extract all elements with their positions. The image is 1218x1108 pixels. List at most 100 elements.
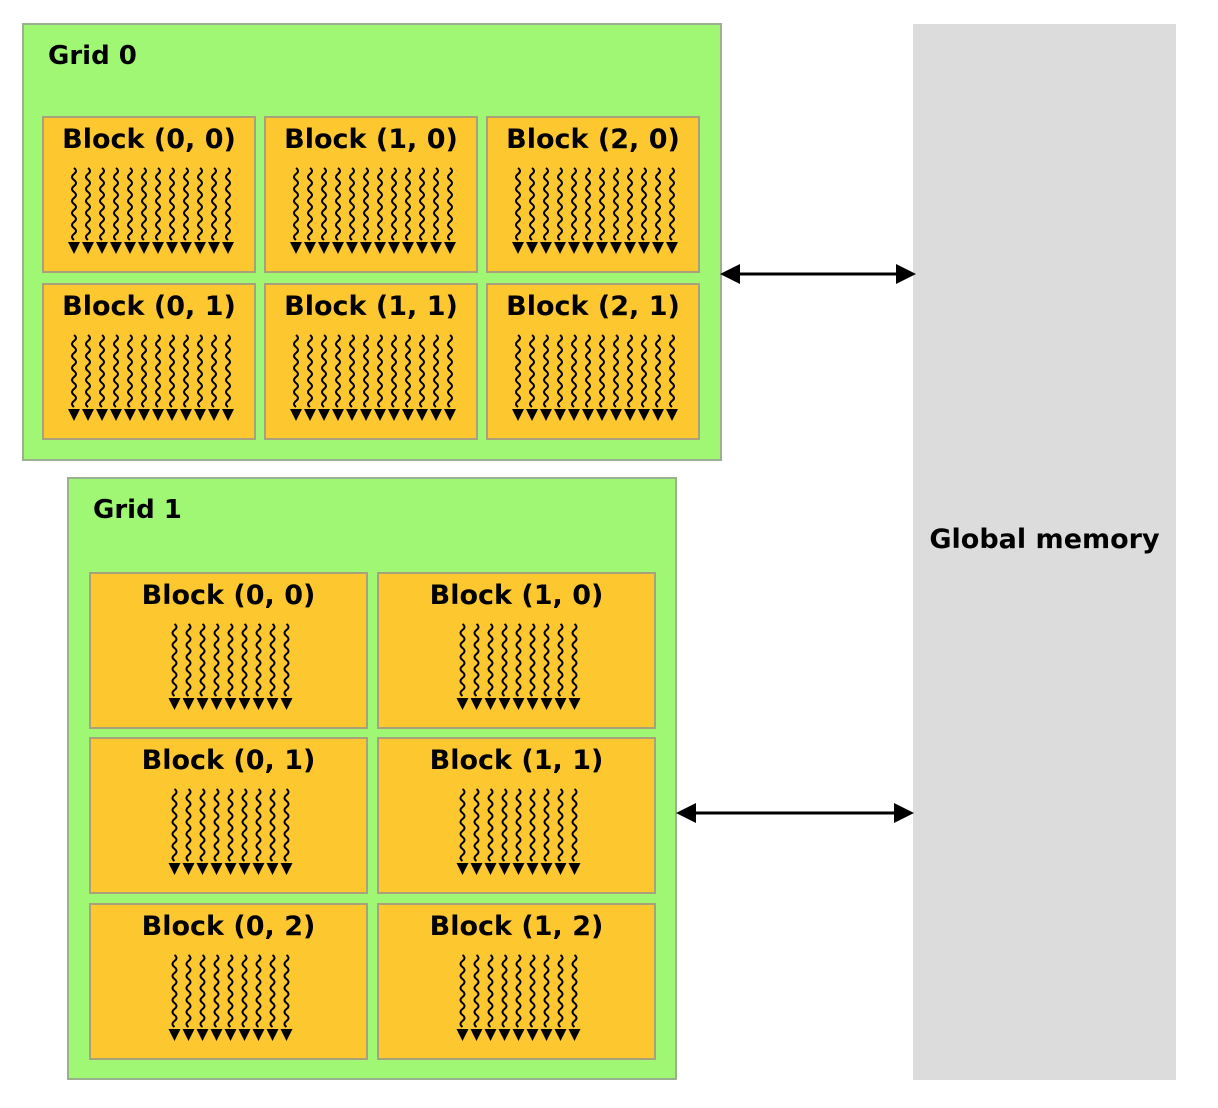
thread-arrowhead	[416, 242, 428, 254]
thread-line	[283, 954, 290, 1028]
thread-arrowhead	[430, 242, 442, 254]
thread-arrowhead	[168, 863, 181, 875]
thread-line	[227, 623, 234, 697]
grid-1-memory-arrow	[676, 803, 914, 823]
global-memory-label: Global memory	[929, 524, 1160, 555]
thread-line	[585, 334, 591, 408]
thread-arrowhead	[610, 409, 622, 421]
thread-line	[283, 623, 290, 697]
thread-line	[269, 954, 276, 1028]
thread-line	[543, 954, 550, 1028]
thread-line	[197, 334, 203, 408]
thread-line	[211, 167, 217, 241]
thread-line	[171, 623, 178, 697]
thread-arrowhead	[512, 1029, 525, 1041]
thread-line	[487, 954, 494, 1028]
thread-arrowhead	[360, 409, 372, 421]
thread-line	[543, 788, 550, 862]
thread-arrowhead	[152, 242, 164, 254]
thread-line	[213, 954, 220, 1028]
thread-line	[529, 788, 536, 862]
thread-arrowhead	[568, 698, 581, 710]
thread-line	[515, 623, 522, 697]
thread-line	[321, 334, 327, 408]
thread-line	[113, 167, 119, 241]
thread-line	[199, 954, 206, 1028]
thread-arrowhead	[484, 863, 497, 875]
thread-line	[363, 334, 369, 408]
thread-line	[571, 623, 578, 697]
thread-line	[459, 788, 466, 862]
thread-arrowhead	[498, 1029, 511, 1041]
grid-0-block: Block (1, 0)	[264, 116, 478, 273]
thread-arrowhead	[194, 242, 206, 254]
thread-arrowhead	[210, 1029, 223, 1041]
thread-arrowhead	[280, 1029, 293, 1041]
thread-line	[487, 788, 494, 862]
thread-arrowhead	[374, 409, 386, 421]
thread-line	[571, 954, 578, 1028]
thread-line	[557, 623, 564, 697]
thread-arrowhead	[666, 409, 678, 421]
thread-line	[363, 167, 369, 241]
thread-line	[613, 334, 619, 408]
thread-arrowhead	[470, 1029, 483, 1041]
thread-arrowhead	[540, 242, 552, 254]
thread-arrowhead	[180, 409, 192, 421]
thread-arrowhead	[168, 1029, 181, 1041]
threads-icon	[456, 954, 581, 1041]
threads-icon	[68, 167, 234, 254]
thread-line	[71, 167, 77, 241]
thread-arrowhead	[624, 409, 636, 421]
thread-line	[169, 334, 175, 408]
thread-line	[185, 788, 192, 862]
thread-line	[501, 954, 508, 1028]
thread-arrowhead	[224, 1029, 237, 1041]
thread-line	[255, 623, 262, 697]
thread-line	[655, 334, 661, 408]
block-label: Block (0, 1)	[141, 745, 316, 776]
grid-0-block: Block (1, 1)	[264, 283, 478, 440]
thread-arrowhead	[526, 409, 538, 421]
thread-arrowhead	[166, 409, 178, 421]
block-label: Block (1, 1)	[429, 745, 604, 776]
thread-arrowhead	[456, 698, 469, 710]
thread-line	[641, 167, 647, 241]
thread-line	[241, 623, 248, 697]
block-label: Block (1, 1)	[284, 291, 458, 322]
thread-arrowhead	[138, 409, 150, 421]
thread-arrowhead	[498, 863, 511, 875]
thread-arrowhead	[82, 409, 94, 421]
thread-arrowhead	[610, 242, 622, 254]
thread-arrowhead	[540, 698, 553, 710]
thread-line	[227, 954, 234, 1028]
thread-line	[515, 788, 522, 862]
thread-line	[501, 623, 508, 697]
block-label: Block (1, 0)	[284, 124, 458, 155]
block-label: Block (1, 2)	[429, 911, 604, 942]
thread-line	[141, 334, 147, 408]
thread-line	[225, 167, 231, 241]
thread-arrowhead	[638, 242, 650, 254]
block-label: Block (0, 1)	[62, 291, 236, 322]
thread-arrowhead	[568, 863, 581, 875]
thread-line	[515, 954, 522, 1028]
thread-arrowhead	[82, 242, 94, 254]
threads-icon	[168, 788, 293, 875]
thread-line	[599, 167, 605, 241]
thread-arrowhead	[138, 242, 150, 254]
thread-arrowhead	[554, 409, 566, 421]
threads-icon	[456, 788, 581, 875]
thread-arrowhead	[252, 863, 265, 875]
thread-line	[529, 954, 536, 1028]
threads-icon	[168, 623, 293, 710]
thread-line	[99, 334, 105, 408]
thread-arrowhead	[374, 242, 386, 254]
thread-arrowhead	[582, 242, 594, 254]
thread-arrowhead	[346, 242, 358, 254]
grid-0: Grid 0 Block (0, 0) Block (1, 0) Block (…	[22, 23, 722, 461]
thread-arrowhead	[652, 242, 664, 254]
thread-line	[241, 954, 248, 1028]
threads-icon	[456, 623, 581, 710]
thread-arrowhead	[304, 242, 316, 254]
